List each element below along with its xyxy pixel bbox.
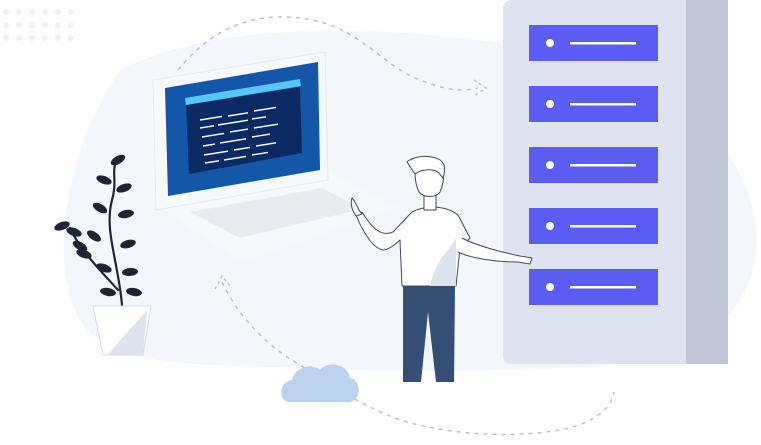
person-shirt-shade — [430, 238, 456, 286]
server-side-panel — [686, 0, 728, 364]
server-slot-line — [570, 42, 636, 45]
server-slot-led — [546, 100, 554, 108]
plant-leaf — [76, 249, 92, 259]
plant-leaf — [100, 287, 116, 297]
server-slot-led — [546, 222, 554, 230]
code-line — [199, 125, 215, 129]
plant-leaf — [72, 240, 88, 252]
plant-leaves — [54, 154, 142, 297]
plant-leaf — [116, 183, 132, 193]
person-arm-right — [457, 237, 533, 265]
code-line — [229, 128, 249, 133]
server-slot — [529, 25, 658, 61]
code-line — [251, 151, 269, 156]
dot-pattern — [3, 9, 74, 41]
pattern-dot — [29, 9, 35, 15]
code-line — [255, 142, 277, 147]
person-pants — [403, 285, 455, 382]
pattern-dot — [42, 35, 48, 41]
code-line — [204, 160, 220, 164]
code-line — [201, 132, 225, 138]
laptop-touchpad — [283, 222, 330, 238]
pattern-dot — [16, 35, 22, 41]
code-line — [199, 115, 223, 121]
code-line — [202, 143, 216, 147]
pattern-dot — [68, 9, 74, 15]
server-slots — [529, 25, 658, 305]
pattern-dot — [16, 9, 22, 15]
pattern-dot — [42, 9, 48, 15]
plant-leaf — [96, 263, 112, 273]
person-hand-left — [350, 197, 363, 217]
plant-leaf — [54, 221, 70, 231]
server-slot — [529, 86, 658, 122]
laptop-keyboard — [190, 188, 362, 238]
plant-icon — [54, 154, 152, 356]
laptop-screen-code-area — [186, 87, 302, 174]
plant-leaf — [96, 175, 112, 185]
server-slot — [529, 269, 658, 305]
laptop-icon — [152, 51, 398, 262]
plant-leaf — [120, 239, 136, 249]
plant-leaf — [66, 227, 82, 237]
plant-leaf — [87, 230, 101, 242]
code-line — [217, 119, 249, 126]
pattern-dot — [55, 35, 61, 41]
laptop-screen-header-bar — [185, 79, 301, 105]
pattern-dot — [42, 22, 48, 28]
pattern-dot — [3, 35, 9, 41]
code-lines — [199, 106, 279, 164]
arrow-head-up — [214, 274, 232, 290]
pattern-dot — [3, 9, 9, 15]
plant-leaf — [126, 287, 142, 297]
arrow-head-right — [473, 79, 488, 97]
server-slot-line — [570, 286, 636, 289]
server-slot-line — [570, 225, 636, 228]
server-slot-line — [570, 164, 636, 167]
server-slot — [529, 208, 658, 244]
server-slot-led — [546, 283, 554, 291]
plant-pot-shade — [108, 310, 147, 355]
server-slot-led — [546, 161, 554, 169]
code-line — [251, 133, 271, 138]
server-rack-icon — [503, 0, 728, 364]
cloud-icon — [281, 364, 359, 402]
plant-leaf — [118, 209, 134, 219]
pattern-dot — [16, 22, 22, 28]
code-line — [223, 155, 247, 161]
pattern-dot — [29, 35, 35, 41]
plant-leaf — [122, 267, 138, 277]
person-icon — [350, 155, 533, 382]
person-hair — [406, 155, 446, 179]
plant-leaf — [92, 202, 108, 214]
pattern-dot — [29, 22, 35, 28]
code-line — [253, 106, 277, 112]
code-line — [227, 112, 249, 117]
pattern-dot — [55, 9, 61, 15]
code-line — [203, 150, 229, 156]
code-line — [253, 123, 279, 129]
code-line — [219, 138, 247, 144]
code-line — [233, 146, 251, 151]
server-slot-line — [570, 103, 636, 106]
pattern-dot — [3, 22, 9, 28]
pattern-dot — [68, 35, 74, 41]
code-line — [251, 116, 267, 120]
server-slot — [529, 147, 658, 183]
pattern-dot — [55, 22, 61, 28]
plant-stem — [108, 158, 124, 307]
plant-leaf — [110, 154, 126, 166]
server-slot-led — [546, 39, 554, 47]
dashed-path-bottom — [221, 281, 615, 436]
pattern-dot — [68, 22, 74, 28]
